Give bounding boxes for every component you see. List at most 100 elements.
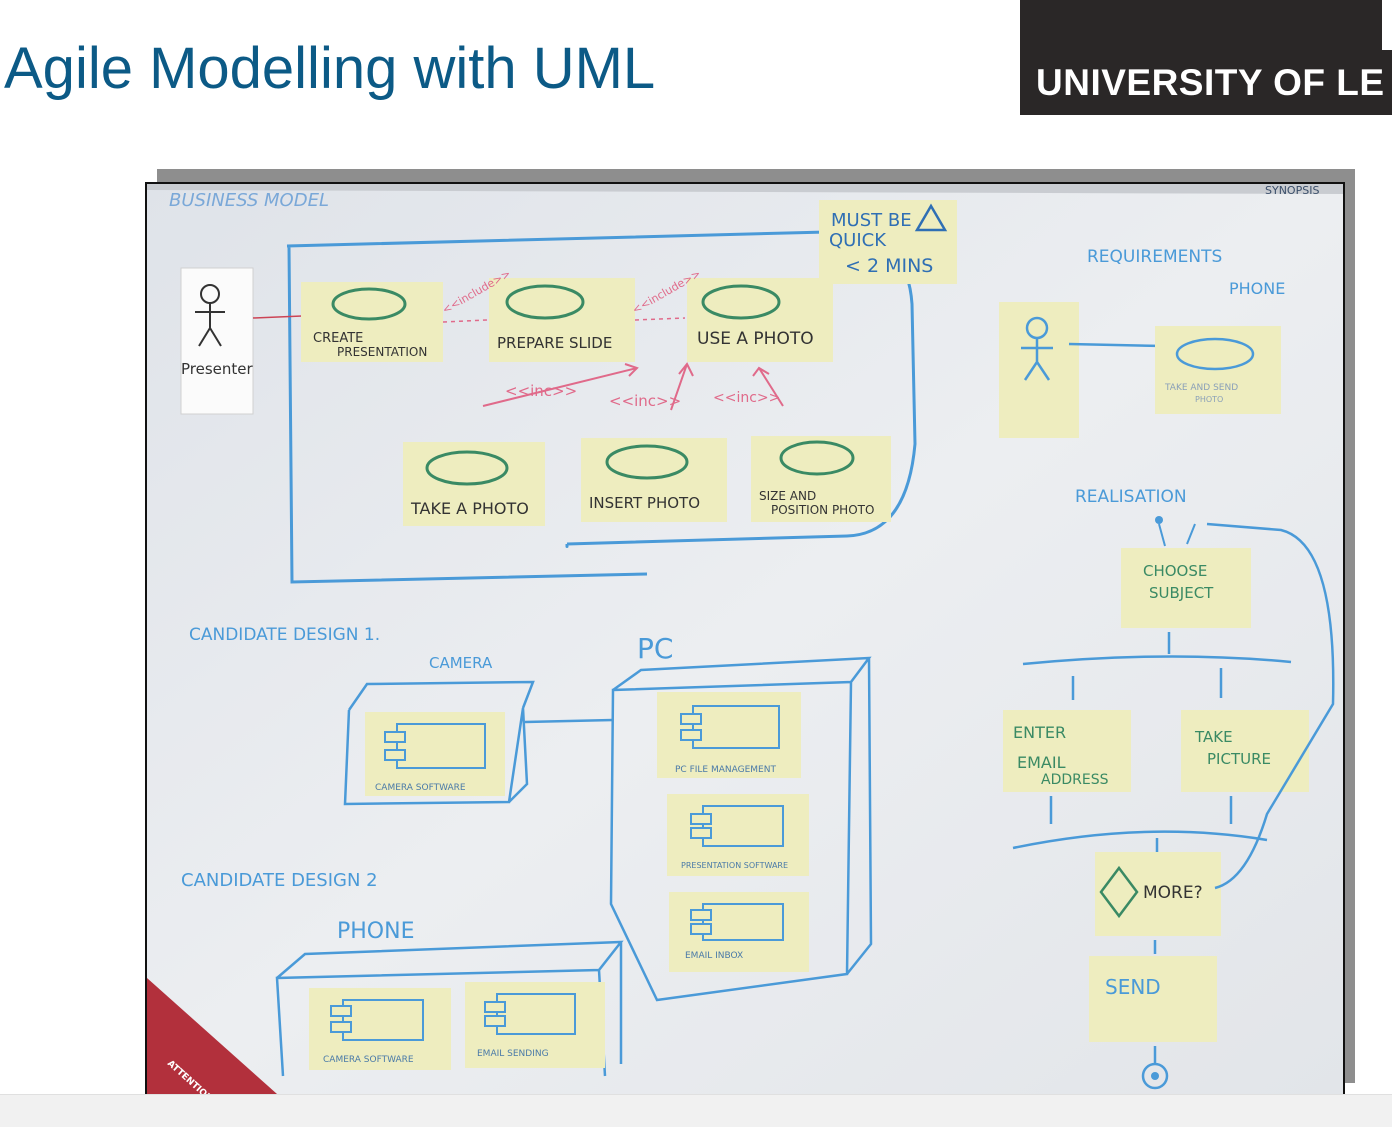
whiteboard-photo: BUSINESS MODEL SYNOPSIS MUST BE QUICK < … bbox=[145, 182, 1345, 1096]
use-case-size-position: SIZE AND POSITION PHOTO bbox=[751, 436, 891, 522]
actor-association bbox=[252, 315, 303, 319]
use-case-take-photo-label: TAKE A PHOTO bbox=[410, 499, 529, 518]
email-inbox-component bbox=[702, 903, 784, 941]
use-case-size-position-sticky bbox=[751, 436, 891, 522]
presentation-software-port-1 bbox=[690, 813, 712, 825]
loop-back-flow bbox=[1206, 522, 1335, 890]
activity-enter-sticky bbox=[1003, 710, 1131, 792]
pc-file-label: PC FILE MANAGEMENT bbox=[675, 765, 776, 775]
inc-arrows bbox=[482, 362, 784, 411]
phone-email-port-1 bbox=[484, 1001, 506, 1013]
camera-software-label: CAMERA SOFTWARE bbox=[375, 783, 466, 793]
design-1-camera-label: CAMERA bbox=[429, 654, 493, 672]
activity-start bbox=[1155, 516, 1163, 524]
corner-label: SYNOPSIS bbox=[1265, 184, 1319, 197]
req-use-case-line-2: PHOTO bbox=[1195, 395, 1223, 404]
activity-enter-line-3: ADDRESS bbox=[1041, 772, 1109, 788]
use-case-create-ellipse bbox=[331, 287, 407, 321]
use-case-take-photo-ellipse bbox=[425, 450, 509, 486]
presentation-software-label: PRESENTATION SOFTWARE bbox=[681, 861, 788, 870]
use-case-create-line-2: PRESENTATION bbox=[337, 345, 427, 359]
actor-label: Presenter bbox=[181, 360, 254, 378]
use-case-take-photo: TAKE A PHOTO bbox=[403, 442, 545, 526]
design-1-label: CANDIDATE DESIGN 1. bbox=[189, 625, 380, 645]
activity-enter-line-2: EMAIL bbox=[1017, 753, 1066, 772]
include-dependencies bbox=[442, 317, 686, 323]
stereotype-inc-2: <<inc>> bbox=[609, 392, 681, 410]
use-case-use-photo-sticky bbox=[687, 278, 833, 362]
phone-camera-component bbox=[342, 999, 424, 1041]
req-use-case-ellipse bbox=[1175, 337, 1255, 371]
phone-email-port-2 bbox=[484, 1015, 506, 1027]
design-2-label: CANDIDATE DESIGN 2 bbox=[181, 870, 378, 891]
activity-enter-line-1: ENTER bbox=[1013, 723, 1066, 742]
actor-body bbox=[195, 303, 225, 347]
business-model-label: BUSINESS MODEL bbox=[169, 190, 329, 211]
camera-software-component bbox=[396, 723, 486, 769]
phone-email-component bbox=[496, 993, 576, 1035]
logo-text: UNIVERSITY OF LE bbox=[1036, 62, 1385, 103]
university-logo: UNIVERSITY OF LE bbox=[1020, 0, 1392, 115]
req-actor-body bbox=[1021, 338, 1053, 381]
constraint-sticky bbox=[819, 200, 957, 284]
constraint-line-2: QUICK bbox=[829, 230, 887, 251]
activity-send-label: SEND bbox=[1105, 975, 1161, 999]
realisation-label: REALISATION bbox=[1075, 487, 1187, 507]
activity-take-line-1: TAKE bbox=[1194, 728, 1233, 746]
phone-camera-port-1 bbox=[330, 1005, 352, 1017]
slide-title: Agile Modelling with UML bbox=[4, 36, 656, 101]
presentation-software-port-2 bbox=[690, 827, 712, 839]
use-case-create: CREATE PRESENTATION bbox=[301, 282, 443, 362]
camera-software-port-1 bbox=[384, 731, 406, 743]
use-case-insert-photo-ellipse bbox=[605, 444, 689, 480]
delta-symbol bbox=[914, 203, 948, 232]
activity-end bbox=[1141, 1062, 1169, 1090]
camera-pc-link bbox=[524, 718, 614, 724]
fork-bar bbox=[1022, 632, 1292, 700]
activity-more-label: MORE? bbox=[1143, 883, 1203, 903]
activity-take-line-2: PICTURE bbox=[1207, 750, 1271, 768]
use-case-create-line-1: CREATE bbox=[313, 331, 363, 346]
activity-choose-sticky bbox=[1121, 548, 1251, 628]
req-use-case-line-1: TAKE AND SEND bbox=[1164, 383, 1238, 393]
design-1-pc-label: PC bbox=[637, 632, 673, 665]
whiteboard-drawing: BUSINESS MODEL SYNOPSIS MUST BE QUICK < … bbox=[147, 184, 1343, 1094]
decision-diamond bbox=[1099, 865, 1139, 919]
activity-end-dot bbox=[1151, 1072, 1159, 1080]
email-inbox-port-2 bbox=[690, 923, 712, 935]
use-case-insert-photo: INSERT PHOTO bbox=[581, 438, 727, 522]
use-case-insert-photo-label: INSERT PHOTO bbox=[589, 494, 700, 512]
design-2-phone-label: PHONE bbox=[337, 919, 414, 944]
whiteboard-frame bbox=[147, 184, 1343, 194]
requirements-label: REQUIREMENTS bbox=[1087, 247, 1222, 267]
email-inbox-label: EMAIL INBOX bbox=[685, 951, 743, 961]
pc-node bbox=[609, 656, 873, 1002]
pc-file-component bbox=[692, 705, 780, 749]
activity-choose-line-2: SUBJECT bbox=[1149, 584, 1214, 602]
use-case-use-photo-label: USE A PHOTO bbox=[697, 329, 814, 349]
phone-camera-label: CAMERA SOFTWARE bbox=[323, 1055, 414, 1065]
pc-file-port-1 bbox=[680, 713, 702, 725]
pc-file-port-2 bbox=[680, 729, 702, 741]
constraint-line-1: MUST BE bbox=[831, 210, 912, 231]
use-case-insert-photo-sticky bbox=[581, 438, 727, 522]
use-case-use-photo: USE A PHOTO bbox=[687, 278, 833, 362]
email-inbox-port-1 bbox=[690, 909, 712, 921]
requirements-phone-label: PHONE bbox=[1229, 279, 1285, 298]
use-case-create-sticky bbox=[301, 282, 443, 362]
constraint-line-3: < 2 MINS bbox=[845, 255, 933, 277]
warning-sign bbox=[147, 978, 277, 1094]
presentation-software-component bbox=[702, 805, 784, 847]
activity-send-sticky bbox=[1089, 956, 1217, 1042]
use-case-prepare-label: PREPARE SLIDE bbox=[497, 334, 612, 352]
activity-choose-line-1: CHOOSE bbox=[1143, 562, 1207, 580]
use-case-size-position-ellipse bbox=[779, 440, 855, 476]
start-flow bbox=[1158, 523, 1196, 547]
activity-more-sticky bbox=[1095, 852, 1221, 936]
stereotype-inc-3: <<inc>> bbox=[713, 390, 780, 406]
req-actor-sticky bbox=[999, 302, 1079, 438]
camera-node bbox=[343, 680, 535, 806]
req-association bbox=[1068, 342, 1164, 348]
use-case-prepare-ellipse bbox=[505, 284, 585, 320]
bottom-bar bbox=[0, 1094, 1392, 1127]
